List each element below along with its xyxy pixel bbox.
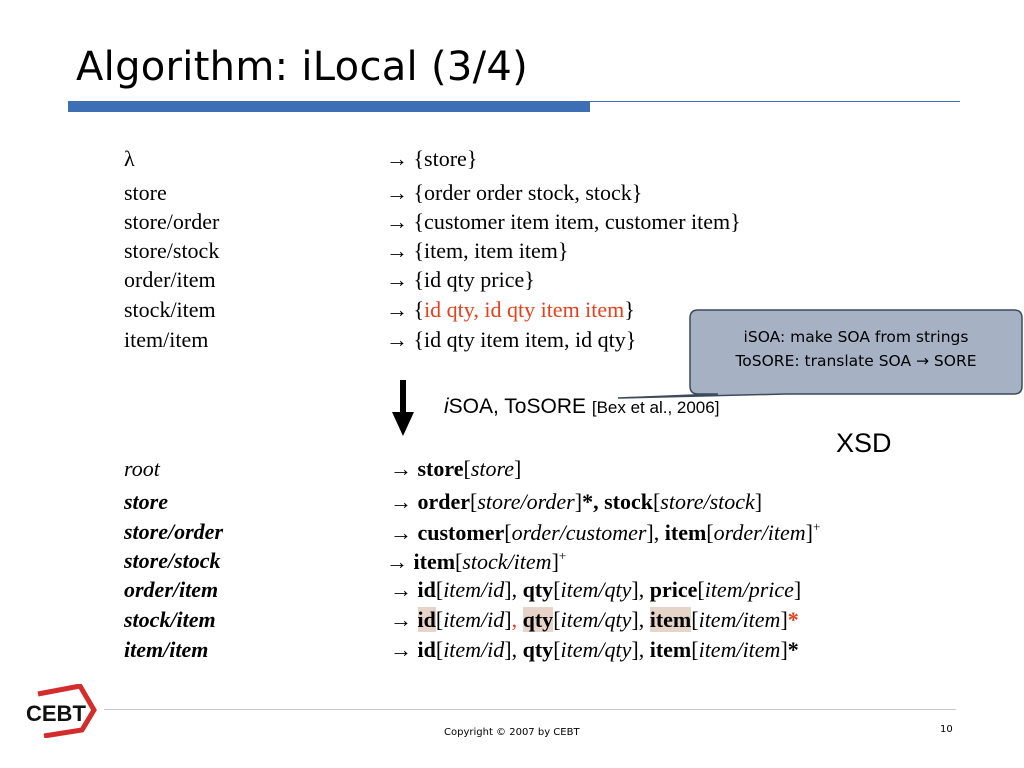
rule-row: store/stock → {item, item item} <box>0 238 1024 266</box>
callout-line: ToSORE: translate SOA → SORE <box>735 352 977 370</box>
rule-row: stock/item → id[item/id], qty[item/qty],… <box>0 607 1024 635</box>
rule-lhs: stock/item <box>124 297 216 322</box>
rule-rhs: → order[store/order]*, stock[store/stock… <box>390 489 763 514</box>
rule-rhs: → item[stock/item]+ <box>386 548 567 574</box>
rule-row: order/item → id[item/id], qty[item/qty],… <box>0 577 1024 605</box>
callout-line: iSOA: make SOA from strings <box>743 328 969 346</box>
rule-row: store → {order order stock, stock} <box>0 180 1024 208</box>
copyright: Copyright © 2007 by CEBT <box>444 727 580 738</box>
citation: [Bex et al., 2006] <box>591 398 720 417</box>
highlighted-content: id qty, id qty item item <box>424 297 625 322</box>
rule-rhs: → {item, item item} <box>386 238 569 263</box>
rule-row: λ → {store} <box>0 146 1024 174</box>
rule-row: store/stock → item[stock/item]+ <box>0 548 1024 576</box>
rule-row: order/item → {id qty price} <box>0 267 1024 295</box>
rule-lhs: order/item <box>124 267 216 292</box>
transform-label: iSOA, ToSORE [Bex et al., 2006] <box>444 395 720 418</box>
rule-lhs: order/item <box>124 577 219 602</box>
rule-row: store → order[store/order]*, stock[store… <box>0 489 1024 517</box>
rule-rhs: → {order order stock, stock} <box>386 180 643 205</box>
rule-lhs: store <box>124 489 168 514</box>
callout-bubble <box>617 309 1023 399</box>
footer-divider <box>104 709 956 710</box>
rule-rhs: → {id qty price} <box>386 267 535 292</box>
rule-lhs: root <box>124 456 160 481</box>
page-title: Algorithm: iLocal (3/4) <box>76 44 529 90</box>
rule-rhs: → id[item/id], qty[item/qty], item[item/… <box>390 637 799 662</box>
rule-rhs: → {customer item item, customer item} <box>386 209 741 234</box>
cebt-logo-icon: CEBT <box>26 684 97 738</box>
page-number: 10 <box>940 724 953 735</box>
rule-lhs: stock/item <box>124 607 216 632</box>
rule-rhs: → customer[order/customer], item[order/i… <box>390 519 821 545</box>
rule-lhs: store <box>124 180 167 205</box>
rule-rhs: → store[store] <box>390 456 522 481</box>
xsd-label: XSD <box>836 428 892 458</box>
title-underline-bar <box>68 101 590 112</box>
logo-text: CEBT <box>26 701 86 726</box>
rule-lhs: item/item <box>124 637 209 662</box>
rule-row: store/order → {customer item item, custo… <box>0 209 1024 237</box>
rule-lhs: store/stock <box>124 238 220 263</box>
rule-rhs: → {id qty, id qty item item} <box>386 297 635 322</box>
rule-row: stock/item → {id qty, id qty item item} <box>0 297 1024 325</box>
rule-lhs: store/order <box>124 209 220 234</box>
title-underline-line <box>590 101 960 102</box>
rule-rhs: → {store} <box>386 146 478 171</box>
rule-rhs: → id[item/id], qty[item/qty], item[item/… <box>390 607 799 632</box>
rule-row: store/order → customer[order/customer], … <box>0 519 1024 547</box>
rule-lhs: store/stock <box>124 548 221 573</box>
callout-text: iSOA: make SOA from strings ToSORE: tran… <box>690 325 1022 373</box>
rule-rhs: → {id qty item item, id qty} <box>386 327 637 352</box>
rule-row: item/item → id[item/id], qty[item/qty], … <box>0 637 1024 665</box>
rule-lhs: item/item <box>124 327 209 352</box>
rule-row: item/item → {id qty item item, id qty} <box>0 327 1024 355</box>
rule-rhs: → id[item/id], qty[item/qty], price[item… <box>390 577 802 602</box>
rule-lhs: store/order <box>124 519 223 544</box>
rule-lhs: λ <box>124 146 135 171</box>
down-arrow-icon <box>392 380 414 436</box>
rule-row: root → store[store] <box>0 456 1024 484</box>
